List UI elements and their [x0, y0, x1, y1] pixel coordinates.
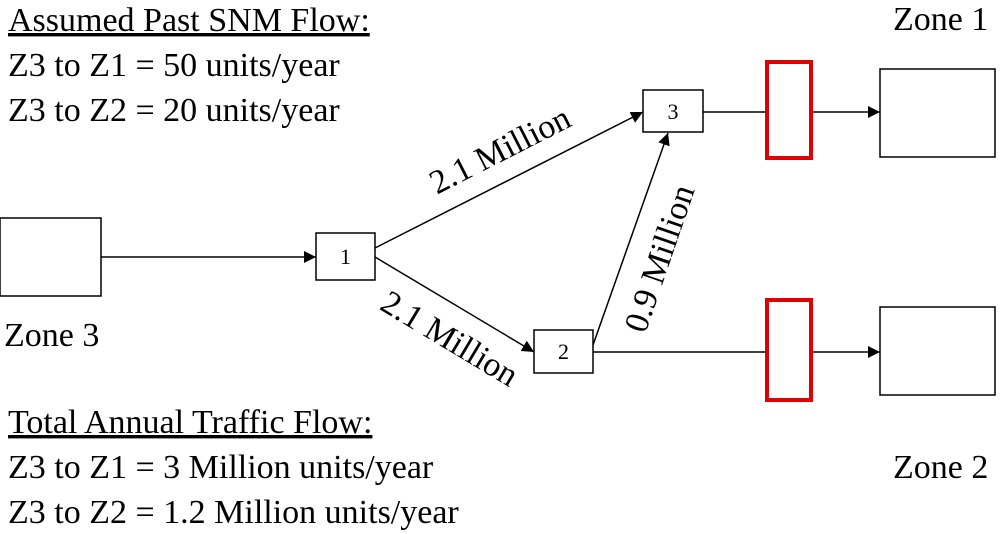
total-flow-line-1: Z3 to Z1 = 3 Million units/year — [8, 449, 434, 486]
edge-label-node2-node3: 0.9 Million — [618, 180, 703, 337]
node-1 — [315, 232, 376, 281]
gate-1 — [765, 60, 813, 160]
total-flow-heading: Total Annual Traffic Flow: — [8, 404, 372, 441]
zone-3-box — [0, 217, 102, 297]
zone-3-label: Zone 3 — [4, 317, 99, 354]
node-2 — [533, 329, 594, 374]
node-3 — [642, 89, 704, 133]
past-flow-line-1: Z3 to Z1 = 50 units/year — [8, 47, 340, 84]
zone-2-box — [879, 306, 996, 396]
zone-2-label: Zone 2 — [893, 449, 988, 486]
gate-2 — [765, 298, 813, 402]
past-flow-heading: Assumed Past SNM Flow: — [8, 2, 370, 39]
zone-1-box — [879, 68, 996, 158]
edge-node2-node3 — [592, 132, 670, 346]
node-1-label: 1 — [340, 244, 351, 269]
edge-label-node1-node3: 2.1 Million — [424, 99, 577, 201]
total-flow-line-2: Z3 to Z2 = 1.2 Million units/year — [8, 494, 459, 531]
edge-label-node1-node2: 2.1 Million — [374, 284, 524, 395]
edge-node1-node3 — [374, 111, 644, 249]
past-flow-line-2: Z3 to Z2 = 20 units/year — [8, 92, 340, 129]
node-2-label: 2 — [558, 339, 569, 364]
edge-node1-node2 — [374, 256, 535, 353]
zone-1-label: Zone 1 — [893, 1, 988, 38]
node-3-label: 3 — [668, 99, 679, 124]
